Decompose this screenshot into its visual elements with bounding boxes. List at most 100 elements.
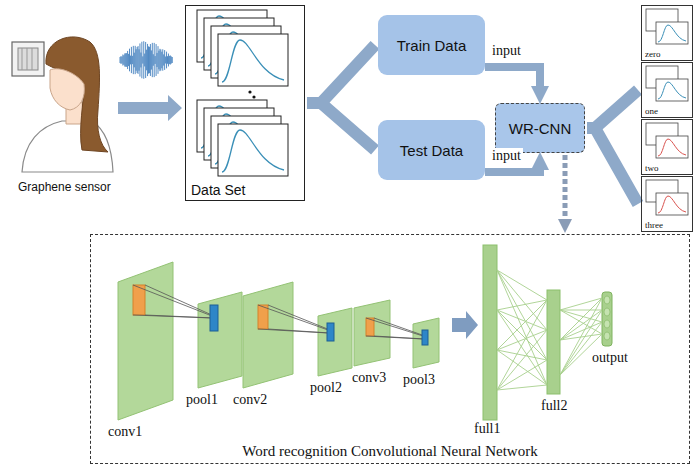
drawing-part xyxy=(161,52,162,69)
edge-label: input xyxy=(490,148,523,164)
drawing-part xyxy=(134,53,135,68)
drawing-part xyxy=(658,196,686,213)
layer-label: pool1 xyxy=(186,392,218,408)
drawing-part xyxy=(171,56,172,63)
drawing-part xyxy=(159,49,160,71)
drawing-part xyxy=(12,42,44,76)
drawing-part xyxy=(153,54,154,66)
drawing-part xyxy=(136,49,137,70)
drawing-part xyxy=(18,48,38,70)
chevron-connector xyxy=(307,103,375,150)
drawing-part xyxy=(163,54,164,65)
drawing-part xyxy=(124,53,125,66)
drawing-part xyxy=(198,292,242,388)
drawing-part xyxy=(641,119,693,175)
drawing-part xyxy=(560,322,602,375)
drawing-part xyxy=(483,245,497,420)
drawing-part xyxy=(656,79,688,101)
layer-label: pool3 xyxy=(403,372,435,388)
drawing-part xyxy=(165,56,166,63)
drawing-part xyxy=(154,43,155,77)
drawing-part xyxy=(248,90,251,93)
drawing-part xyxy=(164,50,165,70)
drawing-part xyxy=(149,47,150,73)
drawing-part xyxy=(133,285,145,315)
drawing-part xyxy=(497,310,547,385)
drawing-part xyxy=(641,5,693,232)
drawing-part xyxy=(141,42,142,79)
drawing-part xyxy=(497,270,547,300)
layer-label: pool2 xyxy=(310,380,342,396)
output-panel: zero xyxy=(641,5,693,61)
drawing-part xyxy=(452,311,478,339)
drawing-part xyxy=(132,56,133,64)
layer-label: full1 xyxy=(474,421,500,437)
drawing-part xyxy=(422,330,428,345)
drawing-part xyxy=(162,49,163,70)
drawing-part xyxy=(656,136,688,158)
drawing-part xyxy=(166,52,167,69)
drawing-part xyxy=(497,310,547,360)
drawing-part xyxy=(148,46,149,73)
arrow-connector xyxy=(485,170,540,172)
drawing-part xyxy=(497,270,610,390)
drawing-part xyxy=(155,56,156,64)
drawing-part xyxy=(560,310,602,375)
drawing-part xyxy=(641,176,693,232)
drawing-part xyxy=(547,290,560,394)
drawing-part xyxy=(366,318,425,339)
drawing-part xyxy=(258,305,330,333)
drawing-part xyxy=(243,282,293,388)
node-text: zero xyxy=(645,49,661,59)
output-panel: three xyxy=(641,176,693,232)
drawing-part xyxy=(143,41,144,79)
drawing-part xyxy=(169,56,170,64)
drawing-part xyxy=(497,385,547,390)
drawing-part xyxy=(641,5,693,61)
drawing-part xyxy=(413,318,439,368)
drawing-part xyxy=(131,47,132,73)
drawing-part xyxy=(46,37,108,152)
drawing-part xyxy=(144,54,145,67)
drawing-part xyxy=(252,95,255,98)
node-text: one xyxy=(645,106,658,116)
drawing-part xyxy=(128,54,129,66)
output-panel: two xyxy=(641,119,693,175)
drawing-part xyxy=(152,43,153,77)
drawing-part xyxy=(125,53,126,67)
drawing-part xyxy=(158,46,159,74)
layer-label: full2 xyxy=(541,398,567,414)
drawing-part xyxy=(497,330,547,350)
sensor-label: Graphene sensor xyxy=(18,180,111,194)
drawing-part xyxy=(135,46,136,74)
drawing-part xyxy=(497,350,547,385)
drawing-part xyxy=(147,44,148,76)
node-text: WR-CNN xyxy=(509,120,571,137)
drawing-part xyxy=(210,305,218,331)
drawing-part xyxy=(120,56,121,64)
drawing-part xyxy=(658,139,686,156)
drawing-part xyxy=(641,62,693,118)
drawing-part xyxy=(497,270,547,385)
drawing-part xyxy=(658,25,686,42)
drawing-part xyxy=(641,62,693,118)
drawing-part xyxy=(604,320,610,328)
node-text: Data Set xyxy=(191,182,245,198)
drawing-part xyxy=(497,300,547,310)
drawing-part xyxy=(218,124,288,176)
arrow-connector xyxy=(485,67,540,86)
data-box: Test Data xyxy=(378,120,485,180)
drawing-part xyxy=(641,5,693,61)
drawing-part xyxy=(318,308,352,376)
drawing-part xyxy=(139,43,140,76)
drawing-part xyxy=(133,46,134,74)
drawing-part xyxy=(140,53,141,68)
drawing-part xyxy=(122,54,123,65)
drawing-part xyxy=(118,262,173,420)
drawing-part xyxy=(123,55,124,65)
drawing-part xyxy=(641,176,693,232)
drawing-part xyxy=(129,49,130,72)
drawing-part xyxy=(118,95,182,121)
drawing-part xyxy=(497,300,547,390)
drawing-part xyxy=(137,47,138,73)
